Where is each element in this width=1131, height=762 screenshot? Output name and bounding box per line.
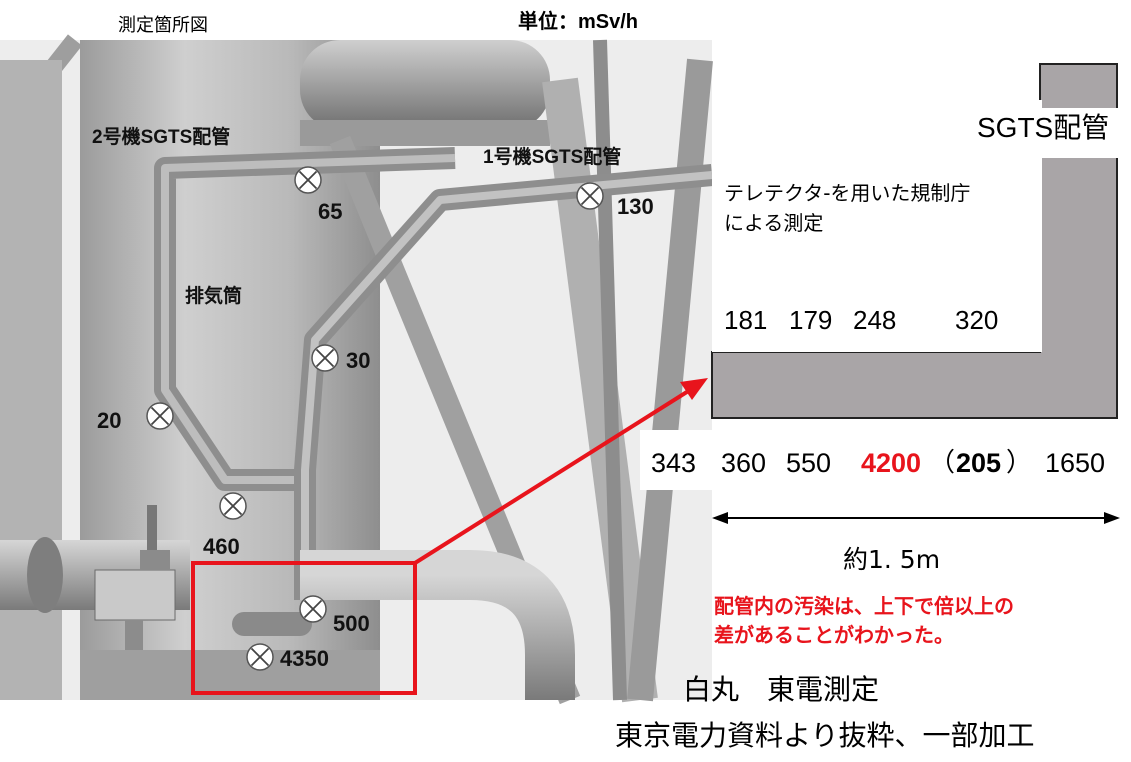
arrow-right-icon <box>1104 512 1120 524</box>
paren-close: ） <box>1006 448 1033 478</box>
value-20: 20 <box>97 408 122 433</box>
top-value-4: 320 <box>955 305 999 335</box>
arrow-left-icon <box>712 512 728 524</box>
value-130: 130 <box>617 194 654 219</box>
highlight-box <box>191 561 417 695</box>
top-value-1: 181 <box>724 305 768 335</box>
unit1-pipe-label: 1号機SGTS配管 <box>483 147 622 168</box>
highlight-value: 4200 <box>861 448 922 478</box>
bottom-value-3: 550 <box>786 448 832 478</box>
finding-line2: 差があることがわかった。 <box>714 623 954 647</box>
measurement-marker-500 <box>299 595 327 623</box>
paren-value: 205 <box>956 448 1002 478</box>
length-label: 約1. 5m <box>843 545 941 574</box>
bottom-value-2: 360 <box>721 448 767 478</box>
last-value: 1650 <box>1045 448 1106 478</box>
diagram-title: 測定箇所図 <box>118 15 208 35</box>
value-4350: 4350 <box>280 646 329 671</box>
method-line1: テレテクタ-を用いた規制庁 <box>724 181 971 205</box>
finding-line1: 配管内の汚染は、上下で倍以上の <box>714 594 1014 618</box>
paren-open: （ <box>929 448 956 478</box>
value-460: 460 <box>203 534 240 559</box>
measurement-marker-20 <box>146 402 174 430</box>
value-500: 500 <box>333 611 370 636</box>
unit-label: 単位：mSv/h <box>518 11 639 33</box>
red-arrow <box>413 388 692 565</box>
source-label: 東京電力資料より抜粋、一部加工 <box>615 719 1035 752</box>
unit2-pipe-label: 2号機SGTS配管 <box>92 127 231 148</box>
value-30: 30 <box>346 348 371 373</box>
measurement-marker-65 <box>294 166 322 194</box>
measurement-marker-460 <box>219 492 247 520</box>
measurement-marker-30 <box>311 344 339 372</box>
top-value-2: 179 <box>789 305 833 335</box>
detail-pipe-label: SGTS配管 <box>977 112 1110 143</box>
measurement-markers <box>146 166 604 671</box>
value-65: 65 <box>318 199 343 224</box>
measurement-marker-4350 <box>246 643 274 671</box>
top-value-3: 248 <box>853 305 897 335</box>
stack-label: 排気筒 <box>185 286 243 307</box>
bottom-value-1: 343 <box>651 448 697 478</box>
measurement-marker-130 <box>576 182 604 210</box>
tank <box>300 40 550 130</box>
legend-label: 白丸 東電測定 <box>683 673 880 706</box>
method-line2: による測定 <box>724 211 824 235</box>
